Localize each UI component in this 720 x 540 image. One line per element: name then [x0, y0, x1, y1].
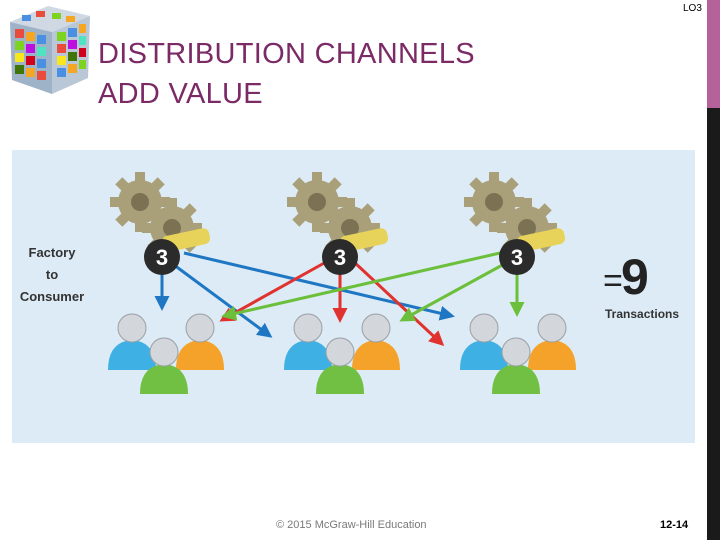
consumer-group-1 — [107, 313, 225, 395]
total-label: Transactions — [605, 307, 679, 321]
label-line-1: Factory — [29, 245, 77, 260]
total-transactions: = 9 Transactions — [603, 249, 679, 321]
label-line-3: Consumer — [20, 289, 84, 304]
factory-to-consumer-label: Factory to Consumer — [20, 245, 84, 304]
app-cube-logo — [2, 2, 96, 98]
consumer-group-2 — [283, 313, 401, 395]
badge-1: 3 — [144, 239, 180, 275]
consumer-group-3 — [459, 313, 577, 395]
accent-bar-side — [707, 108, 720, 540]
badge-2: 3 — [322, 239, 358, 275]
arrow-green-1 — [221, 251, 501, 321]
title-line-1: DISTRIBUTION CHANNELS — [98, 38, 475, 70]
slide-title: DISTRIBUTION CHANNELS ADD VALUE — [98, 34, 658, 114]
diagram-canvas: 3 3 3 Factory to Cons — [20, 172, 679, 395]
equals-sign: = — [603, 262, 623, 300]
learning-objective-tag: LO3 — [683, 3, 702, 14]
transaction-arrows — [154, 251, 525, 347]
page-number: 12-14 — [660, 519, 689, 531]
arrow-blue-2 — [169, 260, 273, 338]
accent-bar-top — [707, 0, 720, 108]
copyright-footer: © 2015 McGraw-Hill Education — [276, 519, 427, 531]
badge-1-label: 3 — [156, 245, 168, 270]
distribution-diagram: 3 3 3 Factory to Cons — [12, 150, 695, 443]
label-line-2: to — [46, 267, 58, 282]
title-line-2: ADD VALUE — [98, 78, 263, 110]
total-number: 9 — [621, 249, 649, 305]
badge-3-label: 3 — [511, 245, 523, 270]
badge-3: 3 — [499, 239, 535, 275]
arrow-blue-3 — [183, 251, 455, 321]
arrow-green-2 — [399, 261, 507, 322]
badge-2-label: 3 — [334, 245, 346, 270]
arrow-red-3 — [352, 260, 445, 347]
arrow-red-1 — [219, 260, 327, 322]
